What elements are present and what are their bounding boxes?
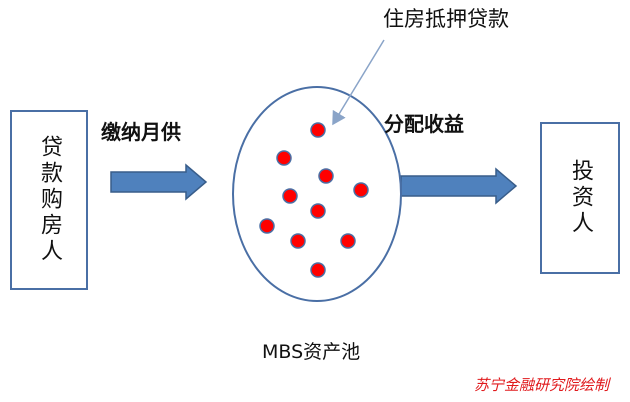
pay-arrow	[110, 163, 208, 201]
loan-dot	[276, 150, 292, 166]
loans-pointer-arrow	[332, 39, 385, 126]
loan-dot	[310, 262, 326, 278]
loan-dots	[259, 122, 369, 278]
borrowers-box: 贷款购房人	[10, 110, 88, 290]
loan-dot	[310, 203, 326, 219]
mortgage-loans-label: 住房抵押贷款	[383, 7, 509, 31]
loan-dot	[340, 233, 356, 249]
borrowers-label: 贷款购房人	[37, 135, 62, 265]
loan-dot	[310, 122, 326, 138]
investors-label: 投资人	[568, 159, 593, 237]
distribute-arrow	[400, 167, 518, 205]
pay-monthly-label: 缴纳月供	[101, 120, 181, 144]
investors-box: 投资人	[540, 122, 620, 274]
credit-label: 苏宁金融研究院绘制	[474, 376, 610, 394]
loan-dot	[318, 168, 334, 184]
loan-dot	[353, 182, 369, 198]
loan-dot	[259, 218, 275, 234]
loan-dot	[282, 188, 298, 204]
distribute-income-label: 分配收益	[384, 112, 464, 136]
mbs-pool-ellipse	[232, 86, 402, 302]
mbs-pool-label: MBS资产池	[262, 341, 361, 363]
loan-dot	[290, 233, 306, 249]
